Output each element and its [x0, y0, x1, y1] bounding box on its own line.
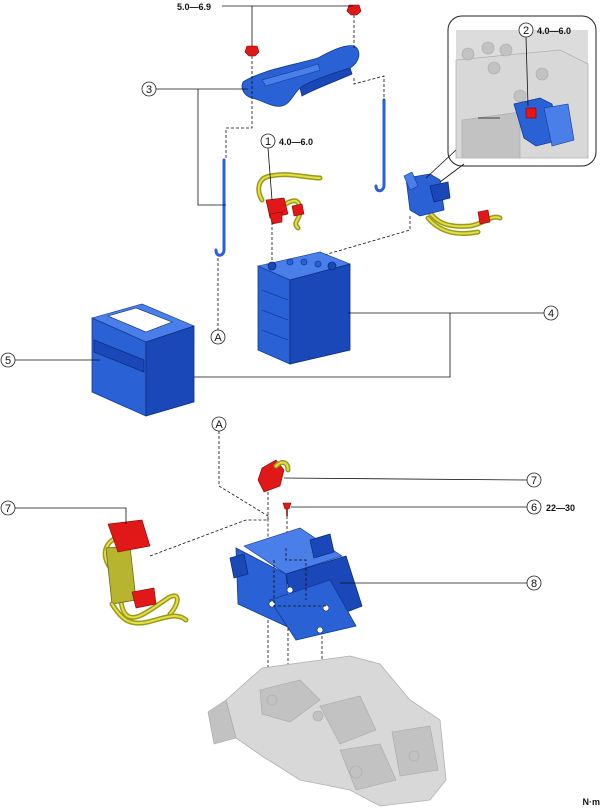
callout-1-leader [267, 147, 273, 201]
positive-terminal-cable [256, 172, 323, 231]
terminal-cover-upper [257, 459, 291, 493]
callout-6: 6 [531, 502, 537, 514]
inset-pointer [425, 149, 457, 179]
j-hook-rod-left [214, 158, 226, 257]
torque-label-bracket-nut: 5.0—6.9 [177, 2, 211, 12]
dash-bracket-to-right-rod [353, 75, 385, 100]
callout-3: 3 [146, 84, 152, 96]
dash-cable-to-tray [149, 519, 268, 557]
marker-a-bottom: A [215, 419, 223, 431]
callout-8: 8 [531, 578, 537, 590]
battery [257, 251, 351, 365]
dash-tray-inner-1 [285, 548, 307, 600]
battery-clamp-bracket [241, 45, 360, 107]
dash-tray-inner-2 [273, 560, 326, 607]
callout-2: 2 [523, 25, 529, 37]
callout-1: 1 [265, 136, 271, 148]
callout-7-lower-leader [15, 507, 127, 524]
battery-box [91, 303, 195, 417]
dash-bracket-to-left-rod [225, 96, 253, 160]
marker-a-top: A [214, 332, 222, 344]
dash-a-to-tray [218, 431, 269, 560]
callout-4: 4 [548, 308, 554, 320]
callout-7-upper: 7 [531, 475, 537, 487]
vehicle-body-mount [207, 655, 447, 807]
bracket-nut-left [244, 45, 260, 57]
callout-3-leader-rod [197, 89, 226, 206]
inset-pointer-2 [439, 163, 465, 183]
negative-terminal-cable [403, 171, 503, 236]
bracket-nut-right [346, 4, 362, 16]
detail-inset [447, 15, 597, 167]
callout-7-lower: 7 [5, 503, 11, 515]
battery-tray [229, 527, 363, 641]
j-hook-rod-right [374, 98, 386, 193]
tray-bolt [282, 502, 292, 516]
callout-2-leader [525, 36, 529, 107]
positive-cable-assembly [102, 519, 189, 626]
torque-label-terminal-2: 4.0—6.0 [537, 26, 571, 36]
callout-4-leader-box [190, 313, 451, 378]
callout-7-upper-leader [283, 477, 528, 481]
torque-label-tray-bolt: 22—30 [546, 503, 575, 513]
callout-5: 5 [5, 355, 11, 367]
unit-label: N·m [583, 797, 601, 807]
torque-label-terminal-1: 4.0—6.0 [279, 137, 313, 147]
